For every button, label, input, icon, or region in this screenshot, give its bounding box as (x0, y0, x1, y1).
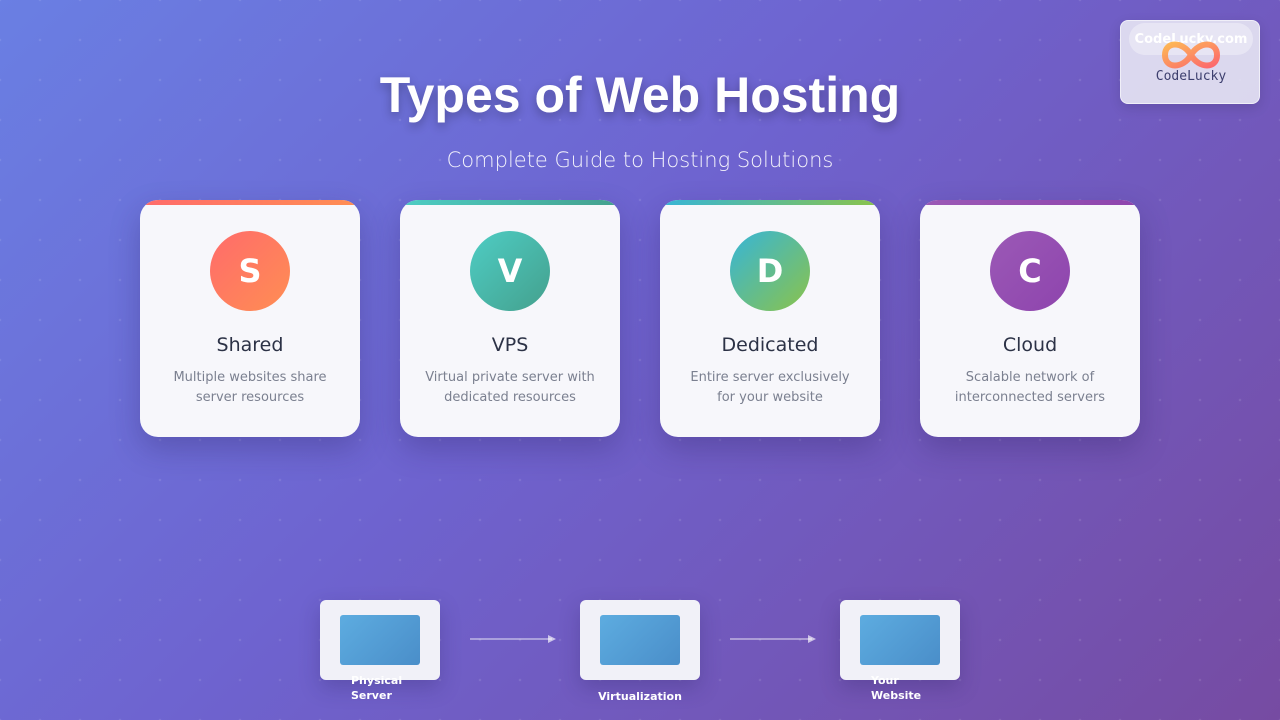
page-title: Types of Web Hosting (379, 67, 901, 123)
logo-brand-name: CodeLucky (1155, 69, 1227, 84)
card-description: Scalable network of interconnected serve… (954, 370, 1106, 405)
flow-label-physical-server: Physical Server (351, 674, 403, 702)
server-icon (320, 600, 440, 680)
card-accent-bar (140, 200, 360, 205)
card-description: Multiple websites share server resources (173, 370, 327, 405)
card-letter-badge: C (990, 231, 1070, 311)
virtualization-screen (600, 615, 680, 665)
server-screen (340, 615, 420, 665)
logo-watermark: CodeLucky.com CodeLucky (1120, 20, 1260, 104)
page-subtitle: Complete Guide to Hosting Solutions (446, 148, 834, 172)
logo-domain-pill: CodeLucky.com (1129, 23, 1253, 55)
flow-label-your-website: Your Website (871, 674, 922, 702)
card-title: Dedicated (721, 334, 819, 356)
hosting-card-shared[interactable]: S Shared Multiple websites share server … (140, 200, 360, 437)
hosting-card-cloud[interactable]: C Cloud Scalable network of interconnect… (920, 200, 1140, 437)
virtualization-icon (580, 600, 700, 680)
card-letter-badge: V (470, 231, 550, 311)
hosting-card-dedicated[interactable]: D Dedicated Entire server exclusively fo… (660, 200, 880, 437)
card-accent-bar (400, 200, 620, 205)
hosting-card-vps[interactable]: V VPS Virtual private server with dedica… (400, 200, 620, 437)
infinity-logo-icon (1161, 41, 1221, 69)
arrow-right-icon (730, 635, 816, 643)
card-description: Virtual private server with dedicated re… (425, 370, 595, 405)
card-accent-bar (920, 200, 1140, 205)
card-letter-badge: S (210, 231, 290, 311)
card-title: Shared (216, 334, 284, 356)
card-description: Entire server exclusively for your websi… (690, 370, 850, 405)
flow-label-virtualization: Virtualization (598, 690, 682, 703)
website-icon (840, 600, 960, 680)
card-title: Cloud (1002, 334, 1058, 356)
website-screen (860, 615, 940, 665)
arrow-right-icon (470, 635, 556, 643)
card-accent-bar (660, 200, 880, 205)
card-title: VPS (491, 334, 529, 356)
card-letter-badge: D (730, 231, 810, 311)
